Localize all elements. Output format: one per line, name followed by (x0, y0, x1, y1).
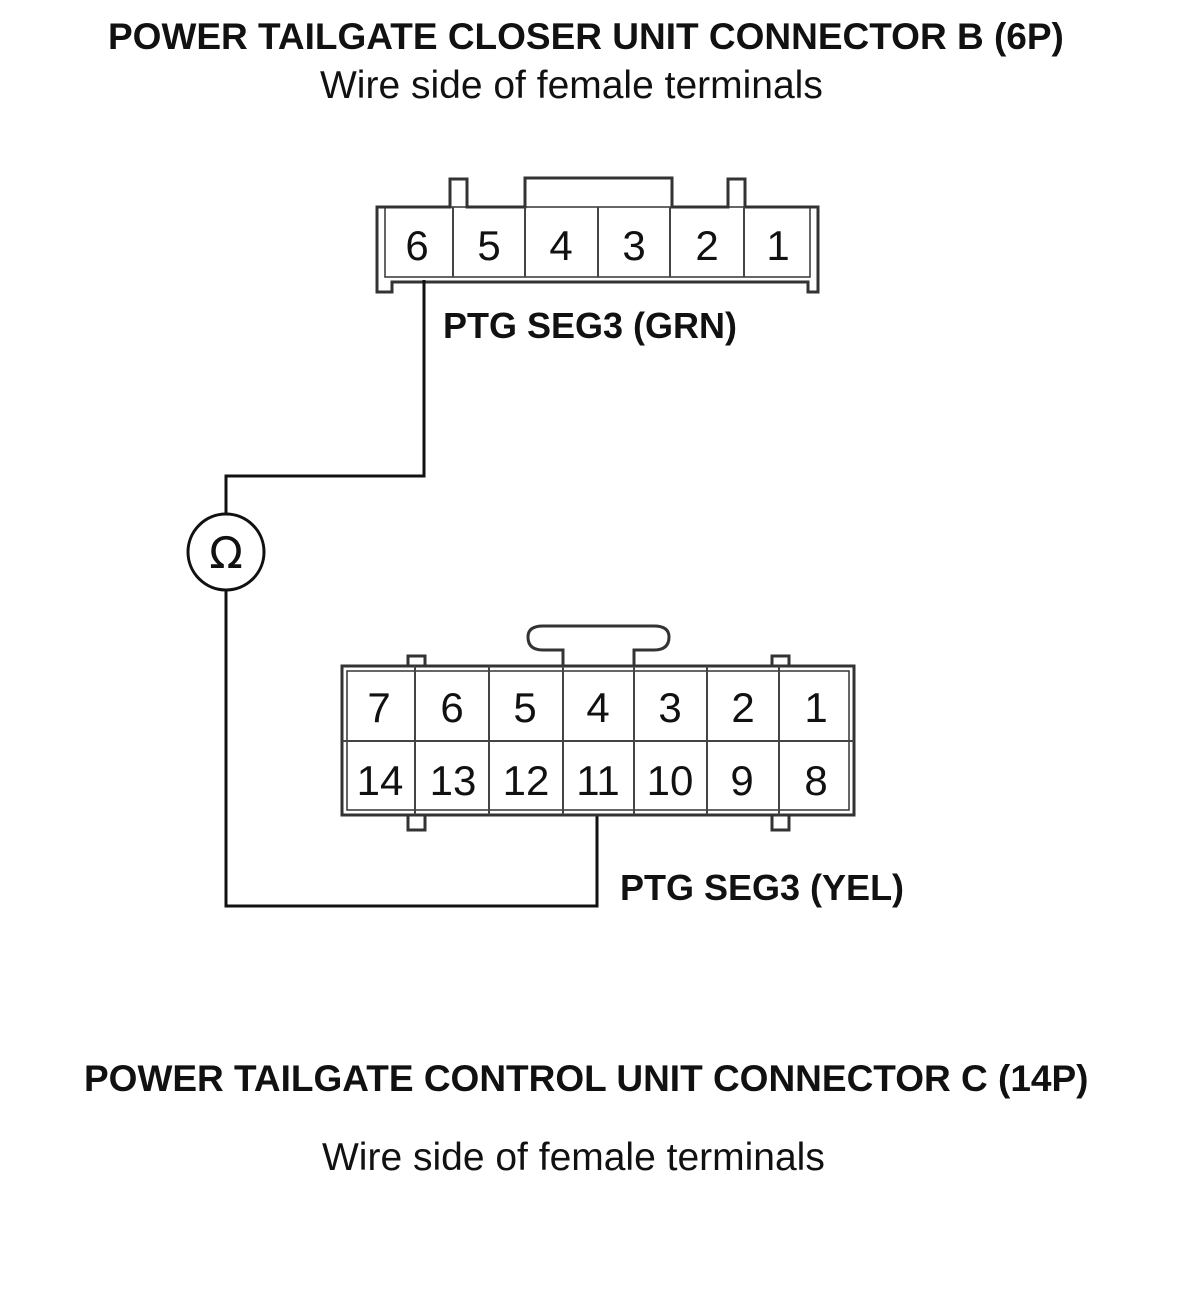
probe-wire-upper (224, 280, 426, 514)
connector-c-pin: 13 (430, 757, 477, 804)
connector-c-pin: 12 (503, 757, 550, 804)
connector-c-pin: 7 (367, 684, 390, 731)
connector-b-pin: 6 (405, 222, 428, 269)
connector-b-pin: 5 (477, 222, 500, 269)
connector-c-bottom-key-right (770, 815, 791, 832)
connector-c-top-key-left (406, 654, 427, 666)
connector-c-pin: 8 (804, 757, 827, 804)
connector-c-pin: 10 (647, 757, 694, 804)
connector-c-pin: 11 (576, 757, 620, 804)
connector-c-bottom-key-left (406, 815, 427, 832)
connector-b-pin: 3 (622, 222, 645, 269)
connector-b-pin: 2 (695, 222, 718, 269)
connector-c-pin: 2 (731, 684, 754, 731)
connector-b-pin: 4 (549, 222, 572, 269)
connector-c-pin: 6 (440, 684, 463, 731)
ohm-icon: Ω (209, 528, 243, 579)
ohmmeter: Ω (186, 512, 266, 592)
connector-c-pin: 9 (730, 757, 753, 804)
connector-c-lock-tab (526, 624, 671, 666)
connector-c-title: POWER TAILGATE CONTROL UNIT CONNECTOR C … (84, 1058, 1089, 1099)
connector-b-subtitle: Wire side of female terminals (320, 64, 823, 107)
connector-c-pin: 14 (357, 757, 404, 804)
connector-c-pin: 5 (513, 684, 536, 731)
probe-wire-lower (224, 590, 599, 908)
connector-b-wire-label: PTG SEG3 (GRN) (443, 305, 737, 346)
connector-b-housing (375, 176, 820, 294)
connector-c-subtitle: Wire side of female terminals (322, 1136, 825, 1179)
connector-c-pin: 4 (586, 684, 609, 731)
connector-c-top-key-right (770, 654, 791, 666)
connector-c-pin: 1 (804, 684, 827, 731)
connector-b-title: POWER TAILGATE CLOSER UNIT CONNECTOR B (… (108, 16, 1064, 57)
connector-b-6p: 6 5 4 3 2 1 (375, 176, 820, 294)
connector-c-wire-label: PTG SEG3 (YEL) (620, 867, 904, 908)
connector-c-pin: 3 (658, 684, 681, 731)
connector-b-pin: 1 (766, 222, 789, 269)
connector-c-14p: 7 6 5 4 3 2 1 14 13 12 11 10 9 8 (340, 624, 856, 832)
